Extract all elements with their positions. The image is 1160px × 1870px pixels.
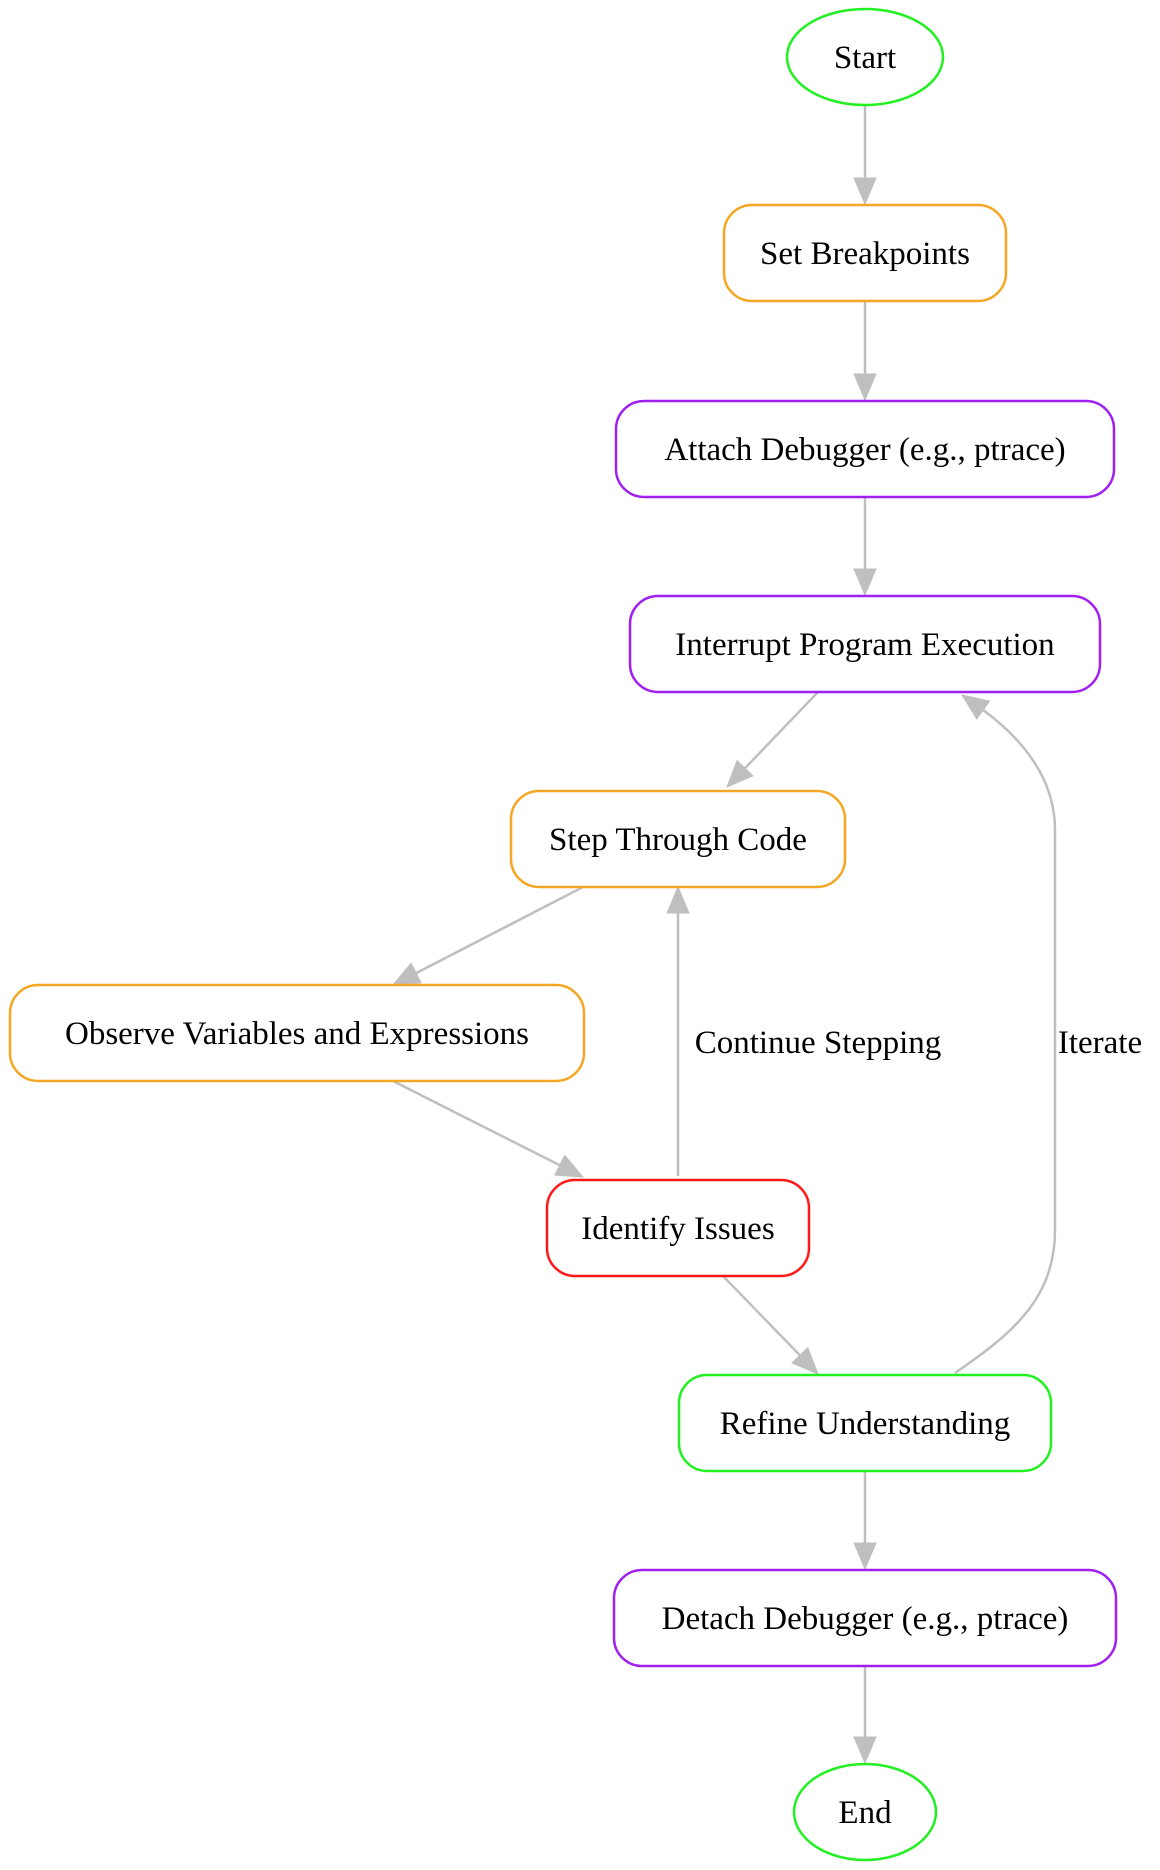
edge-label-continue-stepping: Continue Stepping <box>695 1025 942 1061</box>
node-ellipse <box>785 7 945 107</box>
edge-line <box>392 1079 561 1167</box>
edge-line <box>415 885 584 975</box>
edge-step-through-code-to-observe-variables <box>391 885 584 986</box>
node-box <box>612 1568 1118 1668</box>
edge-set-breakpoints-to-attach-debugger <box>853 302 877 402</box>
edge-refine-understanding-to-detach-debugger <box>853 1472 877 1571</box>
edge-start-to-set-breakpoints <box>853 106 877 206</box>
node-detach-debugger: Detach Debugger (e.g., ptrace) <box>612 1568 1118 1668</box>
node-ellipse <box>792 1762 938 1862</box>
node-start: Start <box>785 7 945 107</box>
edge-labels-layer: Continue Stepping Iterate <box>695 1025 1142 1061</box>
node-label: Observe Variables and Expressions <box>65 1016 529 1052</box>
node-label: Attach Debugger (e.g., ptrace) <box>664 432 1065 468</box>
edge-arrowhead <box>391 962 422 986</box>
edge-refine-understanding-to-interrupt-execution <box>954 694 1057 1375</box>
edge-arrowhead <box>853 1736 877 1765</box>
node-label: Refine Understanding <box>720 1406 1011 1442</box>
node-label: Start <box>834 40 896 76</box>
node-box <box>545 1178 811 1278</box>
node-label: Step Through Code <box>549 822 807 858</box>
edge-arrowhead <box>853 1542 877 1571</box>
edge-interrupt-execution-to-step-through-code <box>726 691 819 788</box>
edge-arrowhead <box>554 1154 585 1178</box>
edge-arrowhead <box>666 885 690 914</box>
edge-arrowhead <box>853 568 877 597</box>
edge-detach-debugger-to-end <box>853 1667 877 1765</box>
node-label: Interrupt Program Execution <box>675 627 1054 663</box>
edge-identify-issues-to-step-through-code <box>666 885 690 1176</box>
edge-observe-variables-to-identify-issues <box>392 1079 585 1178</box>
node-box <box>614 399 1116 499</box>
edge-arrowhead <box>726 759 754 788</box>
edge-arrowhead <box>960 694 991 720</box>
edge-attach-debugger-to-interrupt-execution <box>853 498 877 597</box>
node-label: Set Breakpoints <box>760 236 970 272</box>
node-box <box>628 594 1102 694</box>
edge-label-iterate: Iterate <box>1058 1025 1142 1061</box>
edge-arrowhead <box>791 1346 819 1375</box>
node-box <box>722 203 1008 303</box>
edge-line <box>744 691 819 770</box>
node-observe-variables: Observe Variables and Expressions <box>8 983 586 1083</box>
node-step-through-code: Step Through Code <box>509 789 847 889</box>
node-end: End <box>792 1762 938 1862</box>
node-label: End <box>838 1795 892 1831</box>
node-identify-issues: Identify Issues <box>545 1178 811 1278</box>
node-interrupt-execution: Interrupt Program Execution <box>628 594 1102 694</box>
node-box <box>509 789 847 889</box>
node-refine-understanding: Refine Understanding <box>677 1373 1053 1473</box>
edge-line <box>954 709 1057 1375</box>
edge-identify-issues-to-refine-understanding <box>722 1275 819 1375</box>
edge-line <box>722 1275 801 1357</box>
edge-arrowhead <box>853 373 877 402</box>
node-box <box>677 1373 1053 1473</box>
node-attach-debugger: Attach Debugger (e.g., ptrace) <box>614 399 1116 499</box>
node-label: Detach Debugger (e.g., ptrace) <box>662 1601 1069 1637</box>
edges-layer <box>391 106 1057 1765</box>
node-set-breakpoints: Set Breakpoints <box>722 203 1008 303</box>
edge-arrowhead <box>853 177 877 206</box>
node-label: Identify Issues <box>581 1211 774 1247</box>
node-box <box>8 983 586 1083</box>
